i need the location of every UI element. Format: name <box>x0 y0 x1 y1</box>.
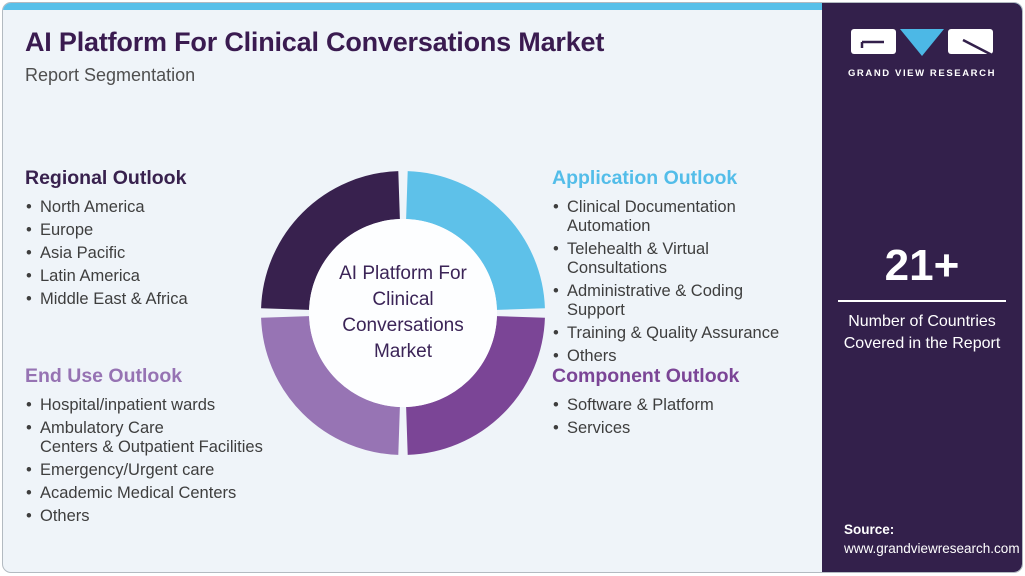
stat-value: 21+ <box>884 241 960 290</box>
list-item: Europe <box>25 221 305 240</box>
stat-divider <box>838 300 1006 302</box>
list-item: Hospital/inpatient wards <box>25 396 307 415</box>
page-subtitle: Report Segmentation <box>25 65 196 85</box>
section-component-outlook: Component Outlook Software & PlatformSer… <box>552 365 820 442</box>
page-title: AI Platform For Clinical Conversations M… <box>25 27 605 57</box>
stat-caption: Number of Countries Covered in the Repor… <box>843 313 1001 352</box>
list-item: Telehealth & Virtual Consultations <box>552 240 820 278</box>
top-accent-bar <box>3 3 1022 10</box>
source-block: Source: www.grandviewresearch.com <box>844 522 1020 556</box>
section-heading: End Use Outlook <box>25 365 183 387</box>
component-outlook-segment <box>405 315 545 455</box>
source-url: www.grandviewresearch.com <box>844 541 1020 556</box>
regional-outlook-list: North AmericaEuropeAsia PacificLatin Ame… <box>25 198 305 309</box>
list-item: Others <box>25 507 307 526</box>
section-end-use-outlook: End Use Outlook Hospital/inpatient wards… <box>25 365 307 530</box>
end-use-outlook-list: Hospital/inpatient wardsAmbulatory Care … <box>25 396 307 526</box>
donut-rings <box>261 171 545 455</box>
section-heading: Regional Outlook <box>25 167 187 189</box>
section-regional-outlook: Regional Outlook North AmericaEuropeAsia… <box>25 167 305 313</box>
list-item: Ambulatory Care Centers & Outpatient Fac… <box>25 419 307 457</box>
donut-center-label: AI Platform For Clinical Conversations M… <box>339 263 467 362</box>
list-item: Software & Platform <box>552 396 820 415</box>
list-item: North America <box>25 198 305 217</box>
list-item: Clinical Documentation Automation <box>552 198 820 236</box>
gvr-logo-text: GRAND VIEW RESEARCH <box>847 68 997 79</box>
gvr-logo-icon <box>851 29 993 57</box>
sidebar: GRAND VIEW RESEARCH 21+ Number of Countr… <box>822 3 1022 572</box>
list-item: Latin America <box>25 267 305 286</box>
application-outlook-list: Clinical Documentation AutomationTelehea… <box>552 198 820 366</box>
list-item: Middle East & Africa <box>25 290 305 309</box>
regional-outlook-segment <box>261 171 401 311</box>
countries-stat: 21+ Number of Countries Covered in the R… <box>822 241 1022 355</box>
source-label: Source: <box>844 522 895 537</box>
end-use-outlook-segment <box>261 315 401 455</box>
section-application-outlook: Application Outlook Clinical Documentati… <box>552 167 820 370</box>
section-heading: Application Outlook <box>552 167 738 189</box>
list-item: Services <box>552 419 820 438</box>
list-item: Others <box>552 347 820 366</box>
donut-inner-circle <box>309 219 497 407</box>
application-outlook-segment <box>405 171 545 311</box>
list-item: Emergency/Urgent care <box>25 461 307 480</box>
list-item: Academic Medical Centers <box>25 484 307 503</box>
section-heading: Component Outlook <box>552 365 740 387</box>
list-item: Administrative & Coding Support <box>552 282 820 320</box>
component-outlook-list: Software & PlatformServices <box>552 396 820 438</box>
list-item: Asia Pacific <box>25 244 305 263</box>
gvr-logo: GRAND VIEW RESEARCH <box>822 29 1022 79</box>
list-item: Training & Quality Assurance <box>552 324 820 343</box>
donut-chart: AI Platform For Clinical Conversations M… <box>261 171 545 455</box>
header: AI Platform For Clinical Conversations M… <box>25 27 604 86</box>
